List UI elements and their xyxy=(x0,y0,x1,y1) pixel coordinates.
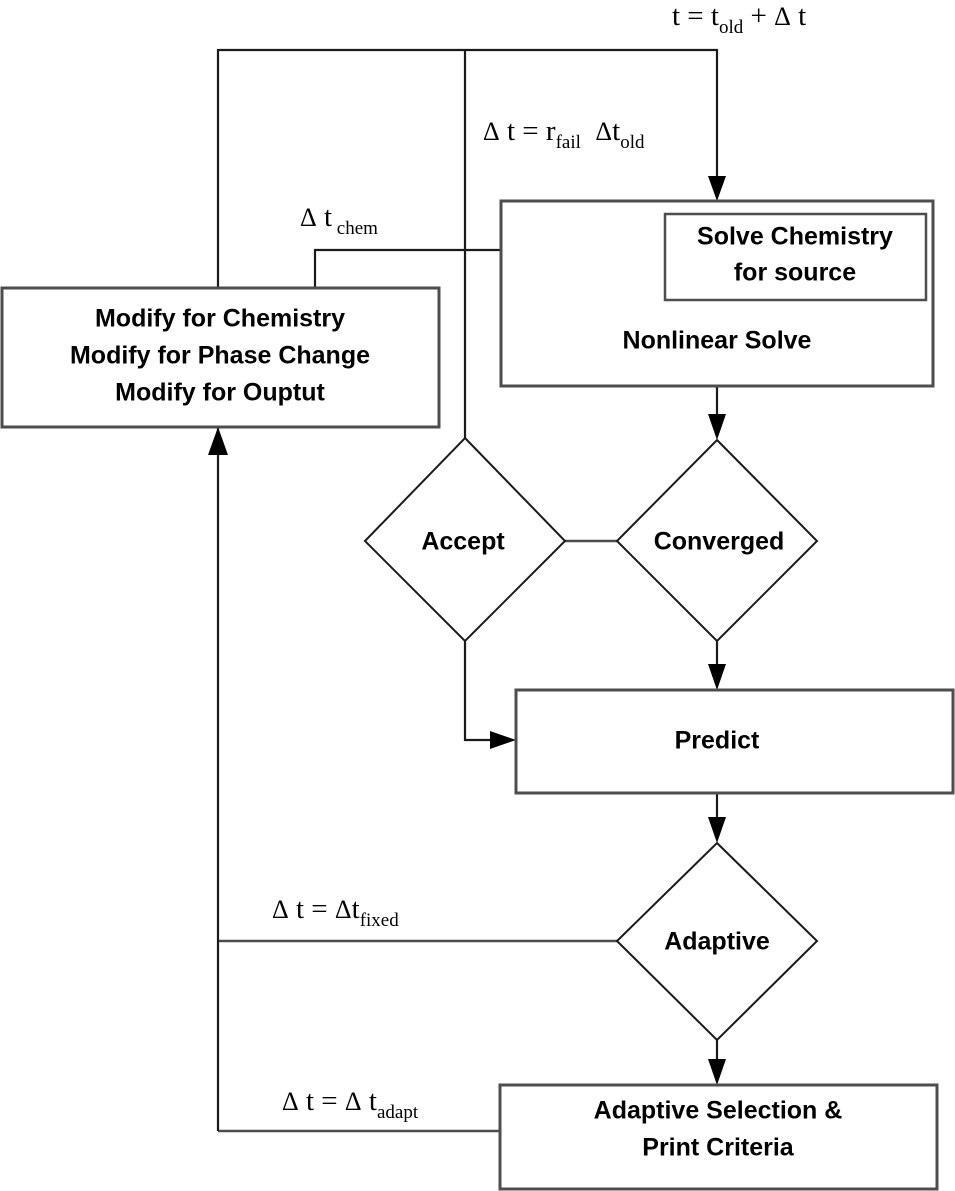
arrowhead-into-nonlinear-solve xyxy=(708,176,726,201)
predict-box[interactable] xyxy=(514,688,955,795)
edge-label-dt-fixed: Δ t = Δtfixed xyxy=(272,893,399,931)
edge-accept-to-predict-line xyxy=(463,641,496,742)
solve-chemistry-label-line1: Solve Chemistry xyxy=(697,223,893,251)
solve-chemistry-label-line2: for source xyxy=(734,259,856,287)
adaptive-selection-label-line2: Print Criteria xyxy=(642,1134,795,1162)
arrowhead-into-adaptive xyxy=(708,817,726,843)
svg-text:Δ t = Δ tadapt: Δ t = Δ tadapt xyxy=(282,1085,419,1123)
edge-label-dt-adapt: Δ t = Δ tadapt xyxy=(282,1085,419,1123)
arrowhead-into-converged xyxy=(708,414,726,440)
edge-accept-to-predict xyxy=(463,641,516,749)
modify-box[interactable] xyxy=(0,286,441,429)
arrowhead-into-predict-left xyxy=(490,731,516,749)
accept-diamond[interactable] xyxy=(363,436,567,643)
edge-predict-to-adaptive xyxy=(708,793,726,843)
modify-label-line2: Modify for Phase Change xyxy=(70,342,370,370)
svg-text:Δ t = Δtfixed: Δ t = Δtfixed xyxy=(272,893,399,931)
arrowhead-into-modify xyxy=(208,427,228,455)
adaptive-selection-label-line1: Adaptive Selection & xyxy=(594,1097,843,1125)
edge-label-dt-fail: Δ t = rfail Δtold xyxy=(483,115,645,153)
accept-label: Accept xyxy=(421,528,505,556)
edge-fail-feedback-line xyxy=(216,48,719,438)
adaptive-selection-box[interactable] xyxy=(498,1083,939,1191)
edge-label-dt-chem: Δ t chem xyxy=(300,201,378,239)
modify-label-line3: Modify for Ouptut xyxy=(115,379,325,407)
svg-text:Δ t chem: Δ t chem xyxy=(300,201,378,239)
edge-fail-feedback xyxy=(216,48,726,438)
edge-label-time-update: t = told + Δ t xyxy=(672,0,806,38)
arrowhead-into-predict-top xyxy=(708,664,726,690)
modify-label-line1: Modify for Chemistry xyxy=(95,305,345,333)
converged-diamond[interactable] xyxy=(615,438,819,643)
edge-adaptive-to-selection xyxy=(708,1040,726,1085)
predict-label: Predict xyxy=(675,727,760,755)
nonlinear-solve-label: Nonlinear Solve xyxy=(623,327,812,355)
edge-left-return-rail xyxy=(208,427,228,1131)
edge-solve-to-converged xyxy=(708,386,726,440)
svg-text:t = told + Δ t: t = told + Δ t xyxy=(672,0,806,38)
edge-converged-to-predict xyxy=(708,641,726,690)
adaptive-diamond[interactable] xyxy=(615,841,819,1042)
svg-text:Δ t = rfail Δtold: Δ t = rfail Δtold xyxy=(483,115,645,153)
converged-label: Converged xyxy=(654,528,785,556)
solve-chemistry-box[interactable] xyxy=(663,212,928,302)
adaptive-label: Adaptive xyxy=(664,928,770,956)
arrowhead-into-adaptive-selection xyxy=(708,1059,726,1085)
